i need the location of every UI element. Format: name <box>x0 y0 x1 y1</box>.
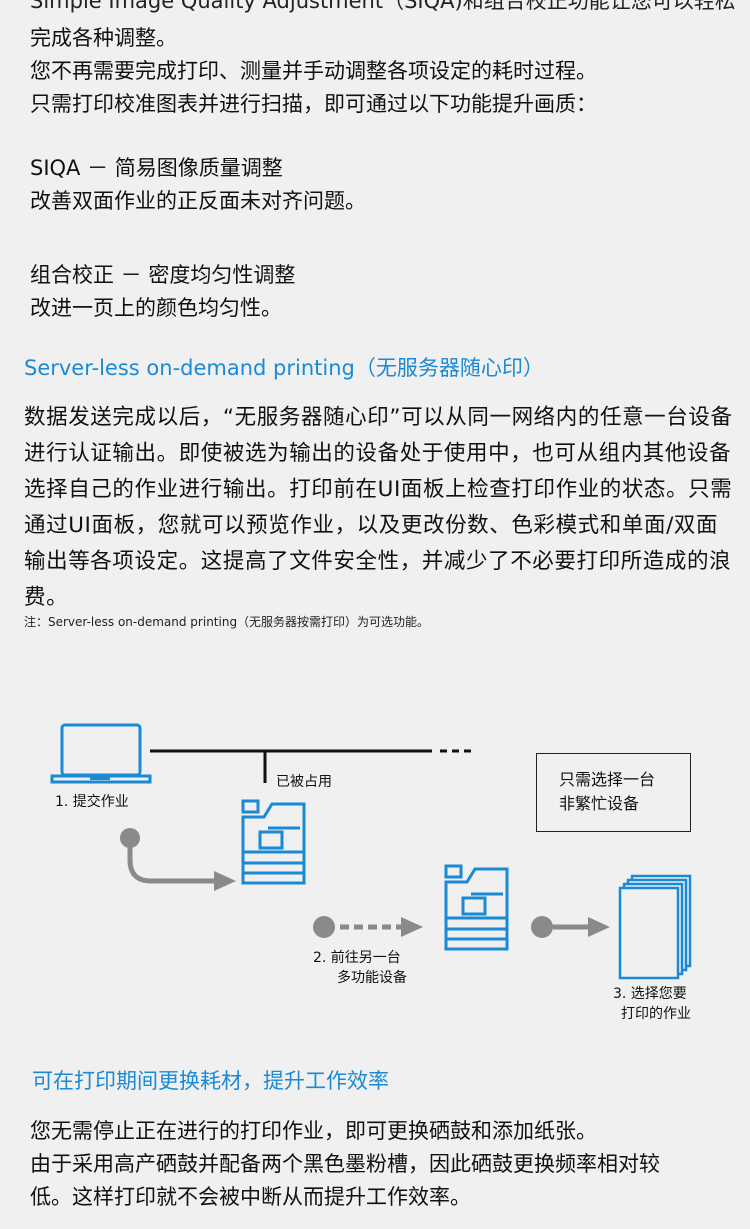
busy-mfp-icon <box>241 799 306 885</box>
consumables-heading: 可在打印期间更换耗材，提升工作效率 <box>32 1069 389 1093</box>
occupied-label: 已被占用 <box>276 774 332 790</box>
print-output-arrow <box>531 916 610 938</box>
consumables-line-1: 您无需停止正在进行的打印作业，即可更换硒鼓和添加纸张。 <box>30 1119 597 1143</box>
intro-line-4: 只需打印校准图表并进行扫描，即可通过以下功能提升画质： <box>30 92 597 116</box>
submit-arrow <box>120 828 236 891</box>
combo-description: 改进一页上的颜色均匀性。 <box>30 296 282 320</box>
move-to-another-arrow <box>313 916 423 938</box>
siqa-title: SIQA － 简易图像质量调整 <box>30 156 283 180</box>
step-3-label-line-2: 打印的作业 <box>621 1006 691 1022</box>
intro-line-3: 您不再需要完成打印、测量并手动调整各项设定的耗时过程。 <box>30 59 597 83</box>
serverless-note: 注：Server-less on-demand printing（无服务器按需打… <box>24 615 430 629</box>
serverless-body: 数据发送完成以后，“无服务器随心印”可以从同一网络内的任意一台设备进行认证输出。… <box>24 405 733 610</box>
box-line-1: 只需选择一台 <box>559 770 656 789</box>
intro-line-2: 完成各种调整。 <box>30 26 177 50</box>
select-idle-device-box: 只需选择一台 非繁忙设备 <box>536 753 691 832</box>
step-2-label-line-2: 多功能设备 <box>337 970 407 986</box>
consumables-line-3: 低。这样打印就不会被中断从而提升工作效率。 <box>30 1185 471 1209</box>
combo-title: 组合校正 － 密度均匀性调整 <box>30 263 296 287</box>
network-continues-dots <box>440 749 471 753</box>
step-3-label-line-1: 3. 选择您要 <box>613 986 687 1002</box>
printed-pages-icon <box>618 874 692 980</box>
step-1-label: 1. 提交作业 <box>55 794 129 810</box>
available-mfp-icon <box>444 864 509 951</box>
workflow-diagram <box>50 723 692 980</box>
intro-line-1: Simple Image Quality Adjustment（SIQA)和组合… <box>30 0 736 13</box>
serverless-heading: Server-less on-demand printing（无服务器随心印） <box>24 356 544 380</box>
siqa-description: 改善双面作业的正反面未对齐问题。 <box>30 189 366 213</box>
consumables-line-2: 由于采用高产硒鼓并配备两个黑色墨粉槽，因此硒鼓更换频率相对较 <box>30 1152 660 1176</box>
laptop-icon <box>50 723 152 784</box>
step-2-label-line-1: 2. 前往另一台 <box>313 950 401 966</box>
box-line-2: 非繁忙设备 <box>559 794 640 813</box>
